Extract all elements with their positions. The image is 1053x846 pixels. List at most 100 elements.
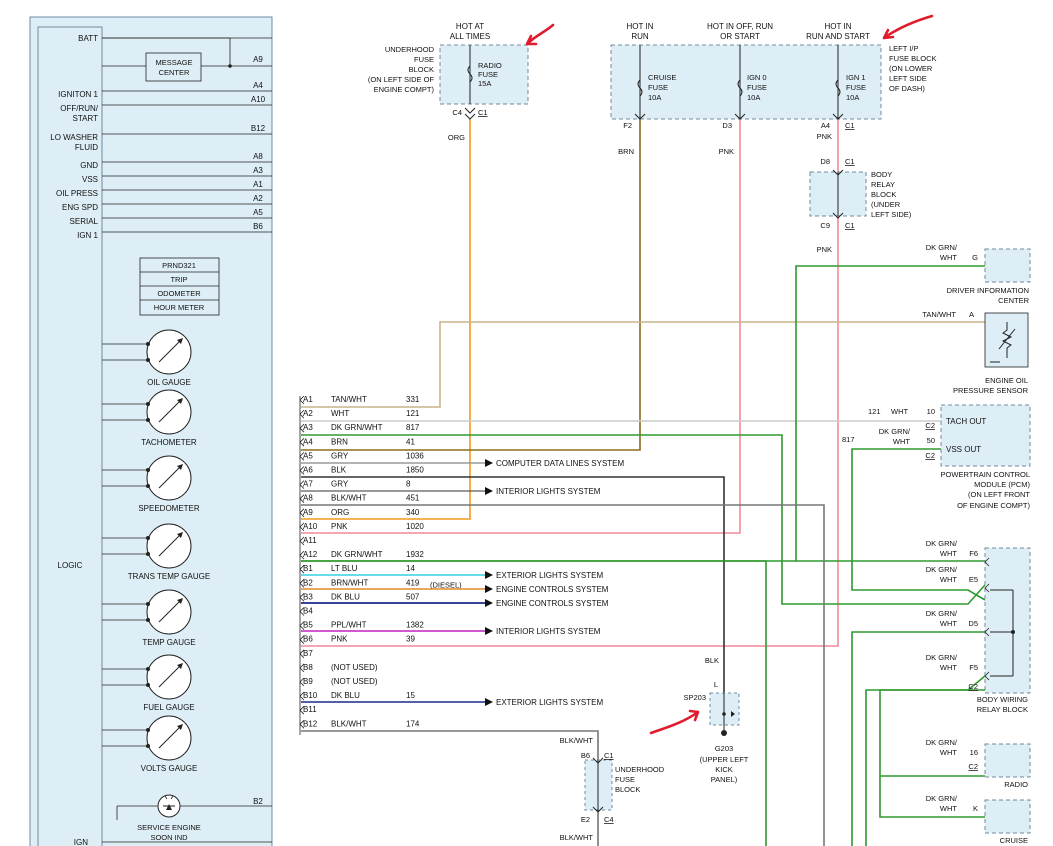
uh2-label-2: FUSE [615, 775, 635, 784]
cluster-input-pin: B12 [251, 124, 266, 133]
relay-label-1: BODY [871, 170, 892, 179]
gauge-label: FUEL GAUGE [143, 703, 194, 712]
gauge-needle-icon [158, 664, 182, 688]
cluster-input-label: ENG SPD [62, 203, 98, 212]
gauge: FUEL GAUGE [102, 654, 195, 712]
ign-label: IGN [74, 838, 88, 846]
wire-label-pnk1: PNK [719, 147, 734, 156]
radio-pin: C4 [452, 108, 462, 117]
pcm-label-1: POWERTRAIN CONTROL [941, 470, 1030, 479]
gauge: TRANS TEMP GAUGE [102, 523, 210, 581]
gauge-label: TRANS TEMP GAUGE [128, 572, 210, 581]
wire-brn [301, 119, 641, 451]
pcm-label-4: OF ENGINE COMPT) [957, 501, 1030, 510]
connector-wire-color: BRN/WHT [331, 578, 368, 587]
connector-pin: A4 [303, 437, 313, 446]
ground-label-2: KICK [715, 765, 733, 774]
system-label: COMPUTER DATA LINES SYSTEM [496, 459, 625, 468]
pcm-vss-wire-1: DK GRN/ [879, 427, 911, 436]
radio-label: RADIO [1004, 780, 1028, 789]
ign1-fuse-3: 10A [846, 93, 859, 102]
connector-circuit: 1020 [406, 522, 424, 531]
connector-circuit: 331 [406, 395, 420, 404]
bwrb-wire-2: WHT [940, 663, 957, 672]
arrow-right-icon [485, 585, 493, 593]
relay-label-2: RELAY [871, 180, 895, 189]
gauge-label: OIL GAUGE [147, 378, 191, 387]
underhood-label-3: BLOCK [409, 65, 434, 74]
annotation-arrow-1 [525, 23, 555, 46]
annotation-marks [525, 14, 934, 735]
wire-label-brn: BRN [618, 147, 634, 156]
wire-org [301, 119, 471, 520]
pcm-label-3: (ON LEFT FRONT [968, 490, 1030, 499]
gauge-needle-icon [158, 533, 182, 557]
radio-pin-16: 16 [970, 748, 978, 757]
arrow-right-icon [485, 459, 493, 467]
connector-pin: B4 [303, 607, 313, 616]
uh2-pin-bottom: E2 [581, 815, 590, 824]
wire-label-pnk2: PNK [817, 132, 832, 141]
wire-label-blk: BLK [705, 656, 719, 665]
gauge-label: SPEEDOMETER [138, 504, 200, 513]
wire-blkwht-b12 [301, 730, 599, 760]
gauge-label: VOLTS GAUGE [141, 764, 198, 773]
connector-wire-color: WHT [331, 409, 349, 418]
radio-wire-1: DK GRN/ [926, 738, 958, 747]
connector-circuit: 14 [406, 564, 415, 573]
arrow-right-icon [485, 698, 493, 706]
wire-label-blkwht-top: BLK/WHT [560, 736, 594, 745]
pcm-tach-wire: WHT [891, 407, 908, 416]
connector-wire-color: BRN [331, 437, 348, 446]
oil-wire: TAN/WHT [922, 310, 956, 319]
connector-pin: B11 [303, 705, 317, 714]
connector-wire-color: LT BLU [331, 564, 358, 573]
ign1-fuse-2: FUSE [846, 83, 866, 92]
uh2-label-1: UNDERHOOD [615, 765, 665, 774]
connector-circuit: 121 [406, 409, 420, 418]
connector-pin: A9 [303, 508, 313, 517]
pcm-conn-1: C2 [925, 421, 935, 430]
cluster-input-label: FLUID [75, 143, 98, 152]
gauges: OIL GAUGE TACHOMETER SPEEDOMETER TRANS TEMP… [102, 329, 210, 773]
connector-pin: B7 [303, 649, 313, 658]
connector-pin: B5 [303, 621, 313, 630]
message-center-box [145, 52, 202, 82]
gauge: TACHOMETER [102, 389, 197, 447]
connector-row: B7 [299, 649, 313, 659]
connector-circuit: 174 [406, 719, 420, 728]
connector-row: B8(NOT USED) [299, 663, 378, 673]
service-engine-indicator: SERVICE ENGINE SOON IND B2 IGN [74, 794, 272, 846]
service-engine-line2: SOON IND [150, 833, 188, 842]
relay-conn-bottom: C1 [845, 221, 855, 230]
system-label: INTERIOR LIGHTS SYSTEM [496, 487, 601, 496]
underhood-fuse-block-bottom: BLK/WHT B6 C1 E2 C4 UNDERHOOD FUSE BLOCK… [560, 736, 665, 842]
connector-pin: A8 [303, 494, 313, 503]
oil-label-2: PRESSURE SENSOR [953, 386, 1029, 395]
bwrb-pin: D5 [968, 619, 978, 628]
cluster-input-label: START [73, 114, 99, 123]
system-label: EXTERIOR LIGHTS SYSTEM [496, 698, 603, 707]
radio-fuse-line2: FUSE [478, 70, 498, 79]
ip-block-3: (ON LOWER [889, 64, 933, 73]
arrow-right-icon [485, 571, 493, 579]
hot-at-line2: ALL TIMES [450, 32, 490, 41]
radio: DK GRN/ WHT 16 C2 RADIO [926, 738, 1031, 789]
cruise-wire-2: WHT [940, 804, 957, 813]
connector-wire-color: (NOT USED) [331, 663, 378, 672]
connector-circuit: 15 [406, 691, 415, 700]
splice-pin: L [714, 680, 718, 689]
system-arrows: COMPUTER DATA LINES SYSTEM INTERIOR LIGHT… [485, 459, 625, 707]
wire-grn-d5 [851, 631, 985, 846]
relay-pin-top: D8 [820, 157, 830, 166]
connector-pin: A5 [303, 451, 313, 460]
connector-wire-color: BLK/WHT [331, 719, 367, 728]
